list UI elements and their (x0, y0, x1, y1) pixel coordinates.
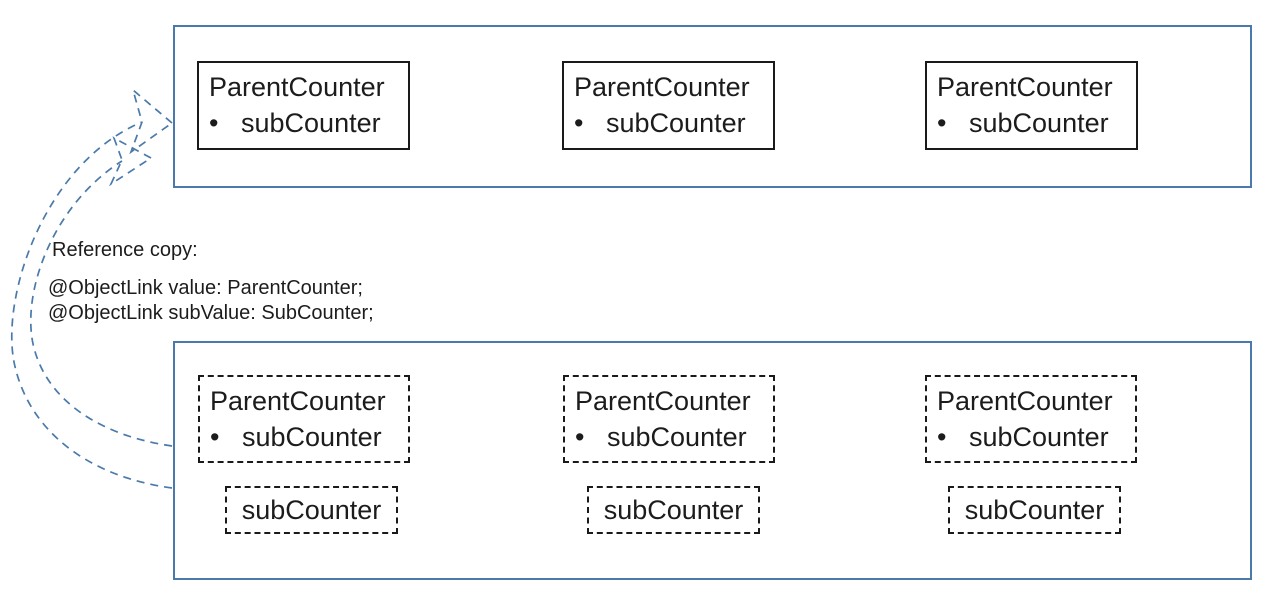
sub-counter-item: • subCounter (937, 105, 1126, 141)
parent-counter-label: ParentCounter (575, 386, 751, 416)
sub-counter-label: subCounter (241, 108, 381, 138)
sub-counter-label: subCounter (969, 108, 1109, 138)
sub-counter-label: subCounter (969, 422, 1109, 452)
bullet-icon: • (574, 108, 584, 138)
parent-counter-ref-box: ParentCounter • subCounter (925, 375, 1137, 463)
inner-curved-arrow-head-icon (109, 136, 153, 187)
original-objects-panel: ParentCounter • subCounter ParentCounter… (173, 25, 1252, 188)
parent-counter-label: ParentCounter (210, 386, 386, 416)
sub-counter-label: subCounter (242, 422, 382, 452)
outer-curved-arrow-head-icon (129, 87, 174, 155)
sub-counter-label: subCounter (241, 494, 382, 525)
reference-copy-title: Reference copy: (52, 239, 198, 261)
bullet-icon: • (937, 108, 947, 138)
inner-curved-arrow-body (30, 160, 173, 447)
sub-counter-item: • subCounter (209, 105, 398, 141)
parent-counter-box: ParentCounter • subCounter (562, 61, 775, 150)
sub-counter-label: subCounter (603, 494, 744, 525)
sub-counter-item: • subCounter (937, 419, 1125, 455)
sub-counter-item: • subCounter (210, 419, 398, 455)
sub-counter-item: • subCounter (575, 419, 763, 455)
bullet-icon: • (575, 422, 585, 452)
bullet-icon: • (937, 422, 947, 452)
bullet-icon: • (209, 108, 219, 138)
sub-counter-ref-box: subCounter (587, 486, 760, 534)
parent-counter-box: ParentCounter • subCounter (925, 61, 1138, 150)
parent-counter-label: ParentCounter (574, 72, 750, 102)
parent-counter-box: ParentCounter • subCounter (197, 61, 410, 150)
parent-counter-label: ParentCounter (209, 72, 385, 102)
sub-counter-ref-box: subCounter (948, 486, 1121, 534)
outer-curved-arrow-body (10, 121, 173, 489)
reference-copy-panel: ParentCounter • subCounter ParentCounter… (173, 341, 1252, 580)
parent-counter-ref-box: ParentCounter • subCounter (563, 375, 775, 463)
sub-counter-label: subCounter (606, 108, 746, 138)
sub-counter-label: subCounter (607, 422, 747, 452)
parent-counter-label: ParentCounter (937, 72, 1113, 102)
objectlink-code-line: @ObjectLink value: ParentCounter; (48, 277, 363, 299)
parent-counter-ref-box: ParentCounter • subCounter (198, 375, 410, 463)
objectlink-code-line: @ObjectLink subValue: SubCounter; (48, 302, 374, 324)
sub-counter-label: subCounter (964, 494, 1105, 525)
parent-counter-label: ParentCounter (937, 386, 1113, 416)
reference-copy-note: Reference copy: @ObjectLink value: Paren… (48, 238, 374, 326)
sub-counter-item: • subCounter (574, 105, 763, 141)
objectlink-code: @ObjectLink value: ParentCounter; @Objec… (48, 276, 374, 326)
bullet-icon: • (210, 422, 220, 452)
sub-counter-ref-box: subCounter (225, 486, 398, 534)
